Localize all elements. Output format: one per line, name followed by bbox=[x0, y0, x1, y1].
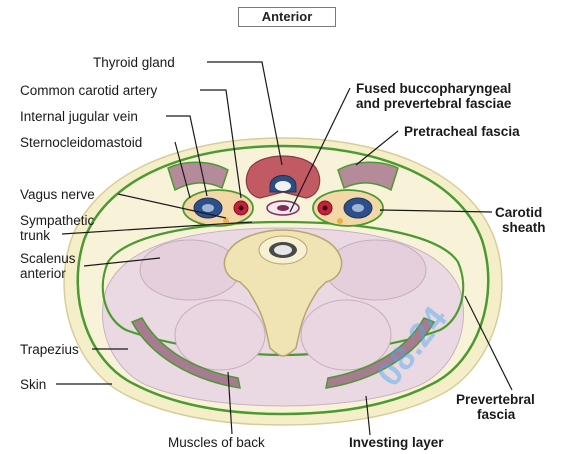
orientation-label: Anterior bbox=[238, 7, 336, 27]
vagus-nerve-right bbox=[337, 218, 343, 224]
carotid-sheath-right bbox=[313, 190, 383, 226]
label-carotid-sheath-1: Carotid bbox=[495, 205, 542, 220]
label-prevertebral-fascia-2: fascia bbox=[477, 407, 515, 422]
label-carotid-sheath-2: sheath bbox=[502, 220, 546, 235]
label-sympathetic-trunk-1: Sympathetic bbox=[20, 213, 94, 228]
label-thyroid-gland: Thyroid gland bbox=[93, 55, 175, 70]
label-internal-jugular-vein: Internal jugular vein bbox=[20, 109, 138, 124]
trachea-lumen bbox=[275, 181, 291, 191]
label-pretracheal-fascia: Pretracheal fascia bbox=[404, 124, 520, 139]
esophagus-lumen bbox=[277, 205, 289, 211]
label-sympathetic-trunk-2: trunk bbox=[20, 228, 50, 243]
label-muscles-of-back: Muscles of back bbox=[168, 435, 265, 450]
label-prevertebral-fascia-1: Prevertebral bbox=[456, 392, 535, 407]
label-skin: Skin bbox=[20, 377, 46, 392]
deep-back-muscle-left bbox=[175, 300, 265, 370]
label-fused-fasciae-2: and prevertebral fasciae bbox=[356, 96, 511, 111]
label-trapezius: Trapezius bbox=[20, 342, 79, 357]
carotid-sheath-left bbox=[183, 190, 253, 226]
label-scalenus-2: anterior bbox=[20, 266, 66, 281]
label-investing-layer: Investing layer bbox=[349, 435, 444, 450]
label-vagus-nerve: Vagus nerve bbox=[20, 187, 95, 202]
label-sternocleidomastoid: Sternocleidomastoid bbox=[20, 135, 142, 150]
label-common-carotid-artery: Common carotid artery bbox=[20, 83, 157, 98]
label-fused-fasciae-1: Fused buccopharyngeal bbox=[356, 81, 511, 96]
label-scalenus-1: Scalenus bbox=[20, 251, 76, 266]
